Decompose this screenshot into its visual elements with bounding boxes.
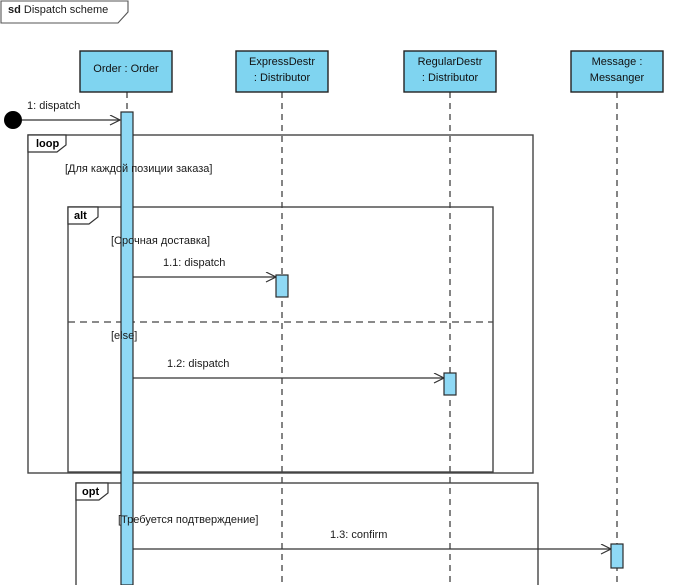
diagram-title-tab [0, 0, 129, 24]
guard-opt: [Требуется подтверждение] [118, 514, 259, 526]
lifeline-label-regular-line2: : Distributor [421, 72, 479, 84]
diagram-frame-title: sd Dispatch scheme [8, 5, 108, 16]
fragment-alt [67, 206, 494, 473]
lifeline-label-express-line1: ExpressDestr [248, 56, 316, 68]
activation-bar-order[interactable] [120, 111, 134, 585]
message-label-1-dispatch: 1: dispatch [27, 100, 81, 112]
lifeline-label-regular: RegularDestr : Distributor [404, 57, 496, 84]
found-message-start-icon [4, 111, 22, 129]
lifeline-head-order[interactable] [79, 50, 173, 93]
diagram-kind-keyword: sd [8, 4, 21, 16]
lifeline-label-messenger-line1: Message : [591, 56, 643, 68]
lifeline-label-express-line2: : Distributor [253, 72, 311, 84]
lifeline-head-messenger[interactable] [570, 50, 664, 93]
lifeline-label-messenger: Message : Messanger [571, 57, 663, 84]
message-label-1-2-dispatch: 1.2: dispatch [167, 358, 230, 370]
message-label-1-3-confirm: 1.3: confirm [330, 529, 388, 541]
guard-loop: [Для каждой позиции заказа] [65, 163, 213, 175]
fragment-loop [27, 134, 534, 474]
activation-bar-express[interactable] [275, 274, 289, 298]
lifeline-label-messenger-line2: Messanger [589, 72, 645, 84]
activation-bar-regular[interactable] [443, 372, 457, 396]
lifeline-label-order: Order : Order [80, 64, 172, 75]
message-label-1-1-dispatch: 1.1: dispatch [163, 257, 226, 269]
activation-bar-messenger[interactable] [610, 543, 624, 569]
lifeline-label-express: ExpressDestr : Distributor [236, 57, 328, 84]
lifeline-label-regular-line1: RegularDestr [417, 56, 483, 68]
diagram-name: Dispatch scheme [23, 4, 109, 16]
guard-alt-else: [else] [111, 330, 138, 342]
fragment-opt [75, 482, 539, 585]
fragment-operator-alt: alt [74, 210, 87, 222]
fragment-operator-opt: opt [82, 486, 100, 498]
guard-alt-first: [Срочная доставка] [111, 235, 211, 247]
lifeline-head-regular[interactable] [403, 50, 497, 93]
fragment-operator-loop: loop [36, 138, 60, 150]
lifeline-head-express[interactable] [235, 50, 329, 93]
lifeline-label-order-line1: Order : Order [93, 63, 159, 75]
